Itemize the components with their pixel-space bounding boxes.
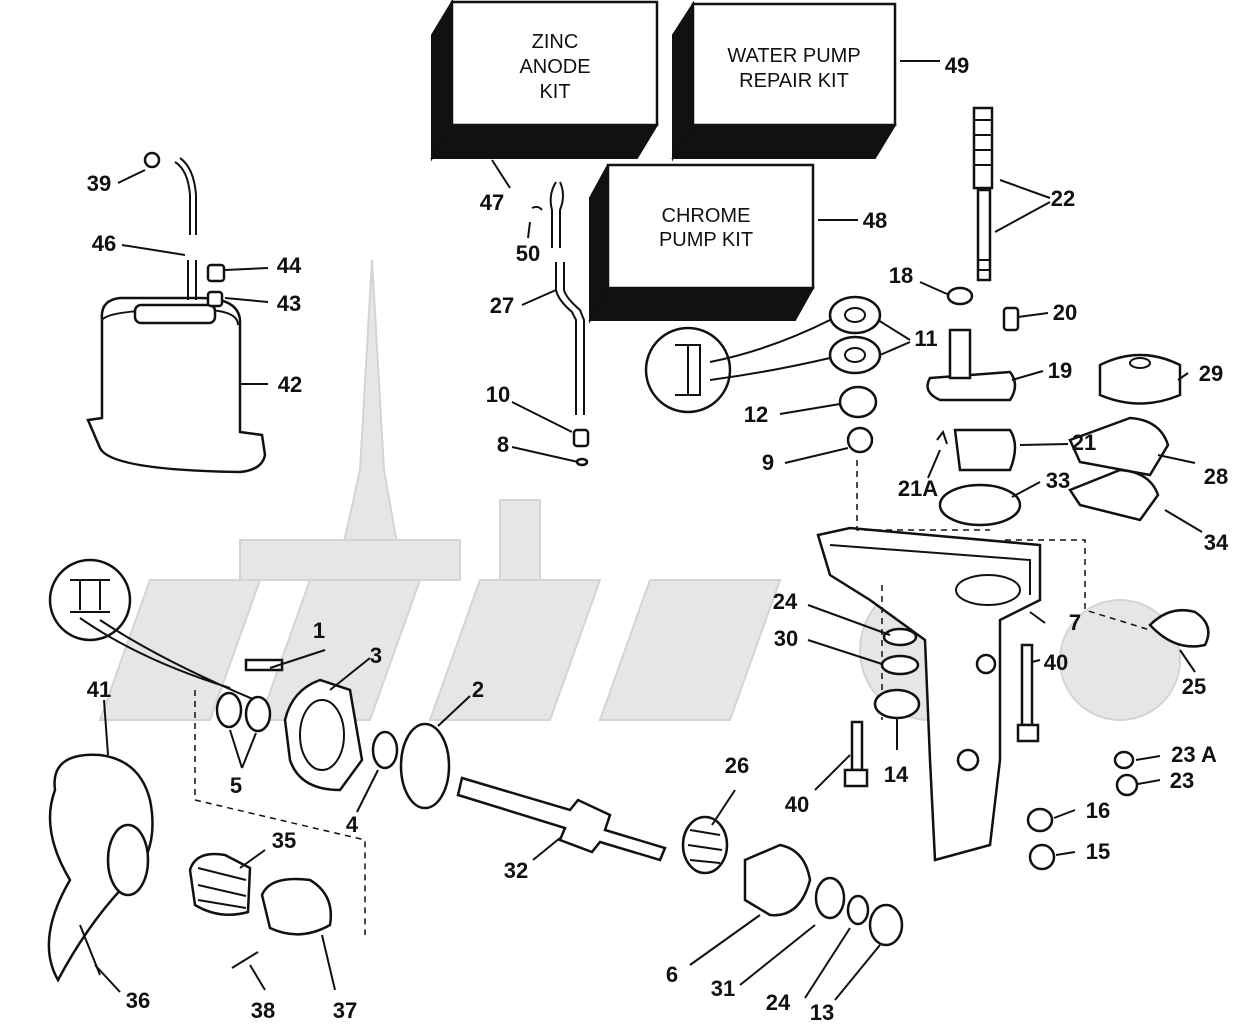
- part-label-25: 25: [1182, 674, 1206, 699]
- part-label-38: 38: [251, 998, 275, 1023]
- part-label-42: 42: [278, 372, 302, 397]
- part-label-2: 2: [472, 677, 484, 702]
- propeller-shaft-housing: [48, 558, 451, 935]
- part-label-24a: 24: [773, 589, 798, 614]
- chrome-kit-label-line-2: PUMP KIT: [659, 229, 753, 251]
- water-pump-repair-kit-box: WATER PUMP REPAIR KIT: [671, 0, 897, 162]
- part-label-4: 4: [346, 812, 359, 837]
- part-labels: 1 2 3 4 5 6 7 8 9 10 11 12 13 14 15 16 1…: [87, 53, 1229, 1024]
- chrome-pump-kit-box: CHROME PUMP KIT: [588, 163, 815, 324]
- zinc-kit-label-line-3: KIT: [539, 81, 570, 103]
- part-label-39: 39: [87, 171, 111, 196]
- water-pump-kit-label-line-1: WATER PUMP: [727, 45, 860, 67]
- part-label-20: 20: [1053, 300, 1077, 325]
- part-label-37: 37: [333, 998, 357, 1023]
- part-label-16: 16: [1086, 798, 1110, 823]
- propeller-shaft-and-gears: [456, 776, 904, 947]
- part-label-21a: 21A: [898, 476, 938, 501]
- part-label-12: 12: [744, 402, 768, 427]
- part-label-5: 5: [230, 773, 242, 798]
- part-label-47: 47: [480, 190, 504, 215]
- leader-lines: [94, 60, 1203, 1001]
- chrome-kit-label-line-1: CHROME: [662, 205, 751, 227]
- gearcase: [816, 460, 1151, 862]
- part-label-21: 21: [1072, 430, 1096, 455]
- part-label-7: 7: [1069, 610, 1081, 635]
- bearings-and-seals: [644, 295, 882, 454]
- water-tube: [531, 181, 590, 467]
- propeller: [47, 753, 333, 983]
- part-label-33: 33: [1046, 468, 1070, 493]
- part-label-19: 19: [1048, 358, 1072, 383]
- part-label-43: 43: [277, 291, 301, 316]
- part-label-35: 35: [272, 828, 296, 853]
- part-label-6: 6: [666, 962, 678, 987]
- part-label-44: 44: [277, 253, 302, 278]
- zinc-kit-label-line-2: ANODE: [519, 56, 590, 78]
- part-label-40a: 40: [1044, 650, 1068, 675]
- part-label-23a: 23 A: [1171, 742, 1217, 767]
- part-label-13: 13: [810, 1000, 834, 1024]
- part-label-26: 26: [725, 753, 749, 778]
- part-label-9: 9: [762, 450, 774, 475]
- part-label-30: 30: [774, 626, 798, 651]
- part-label-32: 32: [504, 858, 528, 883]
- part-label-41: 41: [87, 677, 111, 702]
- part-label-23: 23: [1170, 768, 1194, 793]
- part-label-50: 50: [516, 241, 540, 266]
- part-label-29: 29: [1199, 361, 1223, 386]
- part-label-3: 3: [370, 643, 382, 668]
- exhaust-housing: [86, 151, 267, 474]
- part-label-34: 34: [1204, 530, 1229, 555]
- part-label-24b: 24: [766, 990, 791, 1015]
- part-label-27: 27: [490, 293, 514, 318]
- part-label-15: 15: [1086, 839, 1110, 864]
- part-label-40b: 40: [785, 792, 809, 817]
- part-label-18: 18: [889, 263, 913, 288]
- part-label-48: 48: [863, 208, 887, 233]
- part-label-10: 10: [486, 382, 510, 407]
- part-label-36: 36: [126, 988, 150, 1013]
- part-label-28: 28: [1204, 464, 1228, 489]
- part-label-49: 49: [945, 53, 969, 78]
- water-pump-kit-label-line-2: REPAIR KIT: [739, 70, 849, 92]
- part-label-31: 31: [711, 976, 735, 1001]
- part-label-22: 22: [1051, 186, 1075, 211]
- gear-parts: [843, 608, 1210, 871]
- part-label-14: 14: [884, 762, 909, 787]
- water-pump-assembly: [926, 286, 1182, 527]
- part-label-8: 8: [497, 432, 509, 457]
- zinc-kit-label-line-1: ZINC: [532, 31, 579, 53]
- part-label-11: 11: [914, 326, 937, 351]
- driveshaft: [972, 106, 994, 282]
- part-label-46: 46: [92, 231, 116, 256]
- zinc-anode-kit-box: ZINC ANODE KIT: [430, 0, 659, 162]
- part-label-1: 1: [313, 618, 325, 643]
